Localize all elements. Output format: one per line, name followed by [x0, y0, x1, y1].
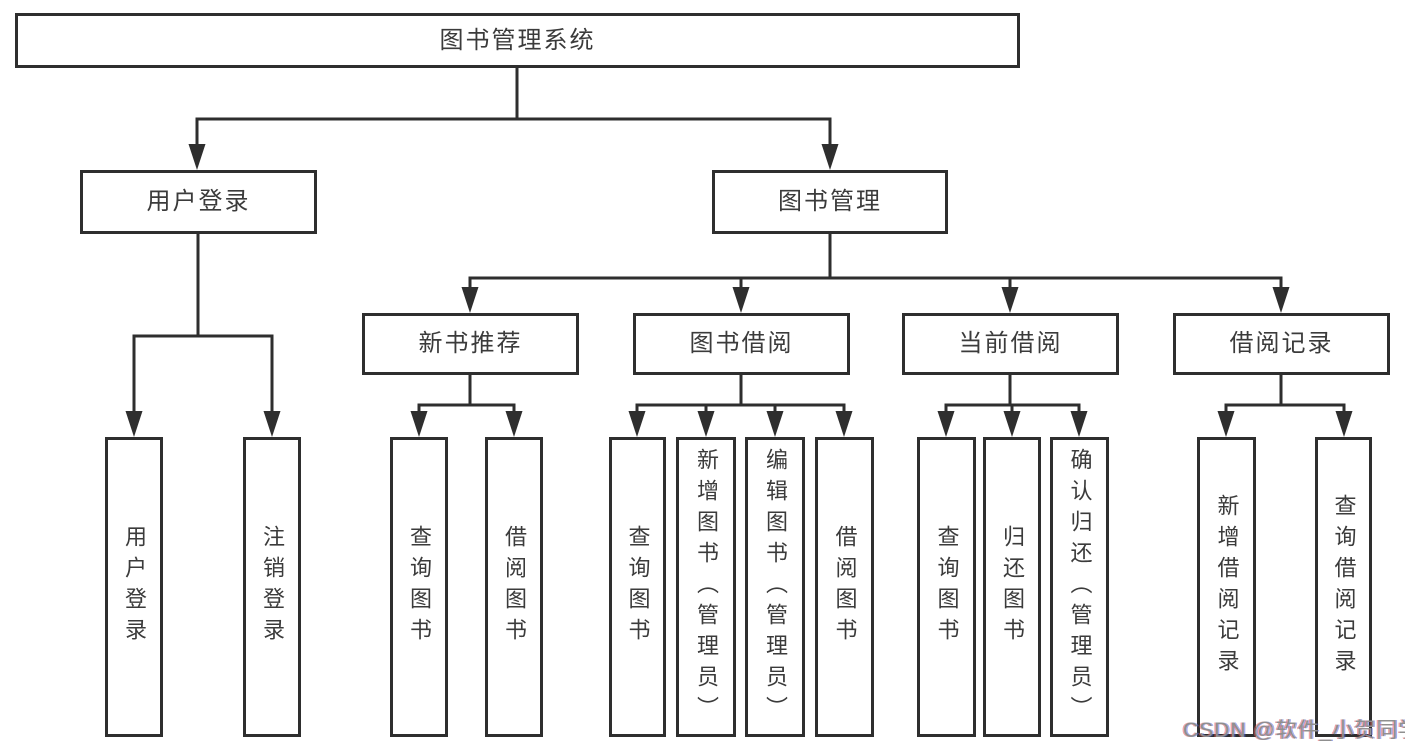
leaf-add-borrow-record: 新增借阅记录	[1197, 437, 1256, 737]
leaf-label: 借阅图书	[502, 525, 527, 649]
node-borrow-records: 借阅记录	[1173, 313, 1390, 375]
leaf-label: 查询图书	[934, 525, 960, 649]
arrowheads	[125, 144, 1353, 437]
node-label: 图书借阅	[689, 330, 794, 357]
node-current-borrow: 当前借阅	[902, 313, 1119, 375]
node-label: 图书管理	[778, 188, 882, 215]
leaf-label: 新增图书（管理员）	[694, 447, 719, 727]
node-label: 图书管理系统	[439, 26, 596, 54]
split-level3	[468, 276, 1283, 290]
leaf-user-login: 用户登录	[105, 437, 163, 737]
node-book-management: 图书管理	[712, 170, 948, 234]
split-book-borrow	[635, 403, 846, 414]
leaf-label: 用户登录	[122, 525, 147, 649]
leaf-borrow-books-recommend: 借阅图书	[485, 437, 543, 737]
leaf-label: 借阅图书	[832, 525, 858, 649]
leaf-label: 查询图书	[625, 525, 651, 649]
node-book-borrow: 图书借阅	[633, 313, 850, 375]
leaf-label: 归还图书	[1000, 525, 1025, 649]
node-label: 借阅记录	[1229, 330, 1334, 357]
node-user-login: 用户登录	[80, 170, 317, 234]
leaf-borrow-books: 借阅图书	[815, 437, 874, 737]
leaf-add-books-admin: 新增图书（管理员）	[676, 437, 736, 737]
node-label: 用户登录	[146, 188, 251, 215]
node-label: 新书推荐	[418, 330, 523, 357]
leaf-label: 注销登录	[260, 525, 285, 649]
leaf-edit-books-admin: 编辑图书（管理员）	[745, 437, 805, 737]
split-borrow-records	[1224, 403, 1346, 414]
leaf-label: 编辑图书（管理员）	[763, 447, 788, 727]
split-level2	[195, 117, 832, 146]
leaf-confirm-return-admin: 确认归还（管理员）	[1050, 437, 1109, 737]
split-new-book	[417, 403, 516, 414]
split-user-login	[132, 334, 274, 413]
leaf-return-books: 归还图书	[983, 437, 1041, 737]
leaf-logout: 注销登录	[243, 437, 301, 737]
leaf-query-books-borrow: 查询图书	[609, 437, 666, 737]
leaf-label: 查询借阅记录	[1331, 494, 1357, 680]
leaf-query-books-current: 查询图书	[917, 437, 976, 737]
node-new-book-recommend: 新书推荐	[362, 313, 579, 375]
node-label: 当前借阅	[958, 330, 1063, 357]
leaf-label: 查询图书	[407, 525, 432, 649]
leaf-query-books-recommend: 查询图书	[390, 437, 448, 737]
leaf-label: 确认归还（管理员）	[1067, 447, 1093, 727]
node-library-management-system: 图书管理系统	[15, 13, 1020, 68]
leaf-label: 新增借阅记录	[1214, 494, 1240, 680]
leaf-query-borrow-record: 查询借阅记录	[1315, 437, 1372, 737]
